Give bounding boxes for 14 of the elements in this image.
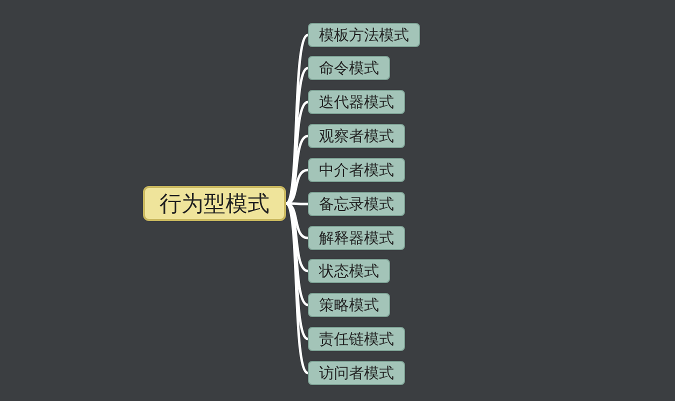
subtopic-box: 状态模式 bbox=[308, 259, 390, 283]
branch-line bbox=[285, 202, 309, 374]
subtopic-box: 迭代器模式 bbox=[308, 90, 405, 114]
subtopic-box: 模板方法模式 bbox=[308, 23, 420, 47]
subtopic-box: 观察者模式 bbox=[308, 124, 405, 148]
subtopic-box: 解释器模式 bbox=[308, 226, 405, 250]
subtopic-box: 中介者模式 bbox=[308, 158, 405, 182]
subtopic-box: 命令模式 bbox=[308, 56, 390, 80]
subtopic-box: 备忘录模式 bbox=[308, 192, 405, 216]
subtopic-box: 责任链模式 bbox=[308, 327, 405, 351]
subtopic-box: 策略模式 bbox=[308, 293, 390, 317]
subtopic-box: 访问者模式 bbox=[308, 361, 405, 385]
central-topic-box: 行为型模式 bbox=[143, 186, 286, 221]
branch-line bbox=[285, 202, 309, 340]
